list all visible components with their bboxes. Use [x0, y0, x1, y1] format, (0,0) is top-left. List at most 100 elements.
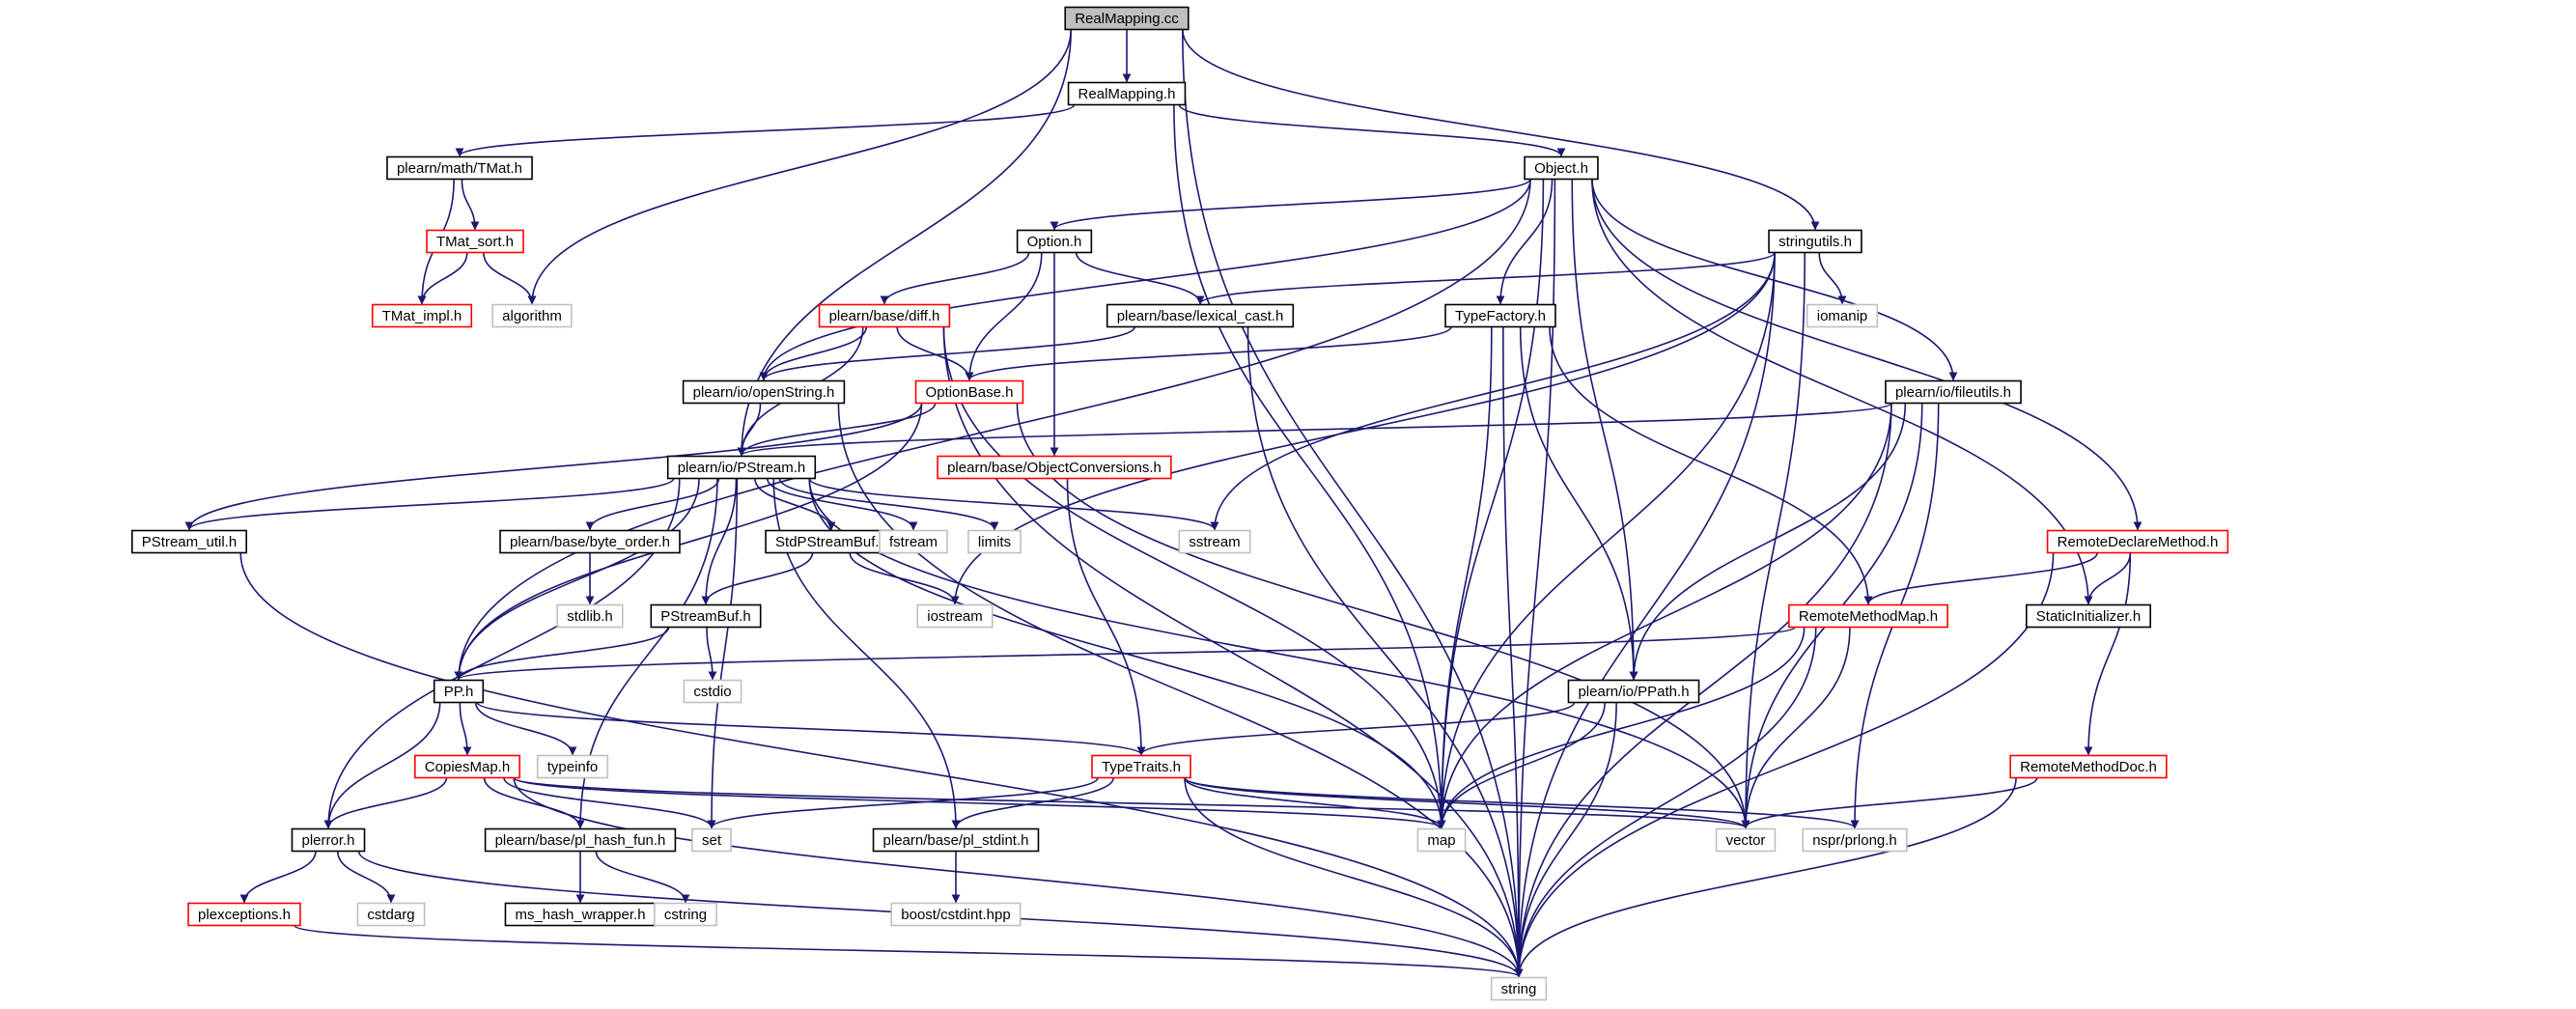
node-pp-h[interactable]: PP.h	[433, 679, 485, 704]
edge-line	[1066, 478, 1146, 756]
node-cstring[interactable]: cstring	[654, 902, 717, 927]
edge-object-h-to-pp-h	[454, 179, 1531, 681]
node-box	[818, 303, 951, 328]
edge-line	[707, 777, 1099, 829]
edge-remotemethodmap-to-vector	[1741, 627, 1851, 829]
node-diff-h[interactable]: plearn/base/diff.h	[818, 303, 951, 328]
edge-ppath-h-to-typetraits	[1136, 702, 1576, 756]
node-iostream[interactable]: iostream	[916, 603, 994, 629]
edge-line	[461, 179, 480, 231]
node-cstdio[interactable]: cstdio	[683, 679, 742, 704]
edges-layer	[184, 29, 2142, 978]
node-copiesmap[interactable]: CopiesMap.h	[414, 754, 520, 779]
node-label: plearn/io/openString.h	[693, 384, 835, 401]
node-map[interactable]: map	[1416, 827, 1467, 853]
node-iomanip[interactable]: iomanip	[1806, 303, 1879, 328]
node-label: StaticInitializer.h	[2036, 608, 2141, 625]
node-box	[414, 754, 520, 779]
node-pstream-util[interactable]: PStream_util.h	[131, 529, 247, 554]
node-staticinit[interactable]: StaticInitializer.h	[2026, 603, 2151, 629]
node-stdpstreambuf[interactable]: StdPStreamBuf.h	[765, 529, 898, 554]
node-ppath-h[interactable]: plearn/io/PPath.h	[1567, 679, 1700, 704]
edge-line	[701, 552, 814, 605]
edge-line	[1178, 104, 1566, 157]
node-pstreambuf[interactable]: PStreamBuf.h	[650, 603, 762, 629]
edge-copiesmap-to-set	[503, 777, 716, 829]
edge-pstream-h-to-byte-order	[585, 478, 720, 531]
node-fstream[interactable]: fstream	[879, 529, 948, 554]
node-box	[1444, 303, 1556, 328]
node-box	[356, 902, 426, 927]
edge-remotedeclare-to-staticinit	[2084, 552, 2132, 605]
node-cstdint[interactable]: boost/cstdint.hpp	[890, 902, 1022, 927]
node-set[interactable]: set	[691, 827, 732, 853]
node-label: stdlib.h	[567, 608, 613, 625]
node-remotemethoddoc[interactable]: RemoteMethodDoc.h	[2009, 754, 2168, 779]
node-option-h[interactable]: Option.h	[1016, 229, 1093, 254]
node-label: TypeTraits.h	[1102, 759, 1181, 775]
node-typeinfo[interactable]: typeinfo	[536, 754, 609, 779]
node-openstring[interactable]: plearn/io/openString.h	[682, 379, 846, 405]
node-realmapping-cc[interactable]: RealMapping.cc	[1064, 6, 1190, 31]
edge-line	[323, 702, 441, 829]
node-box	[872, 827, 1040, 853]
node-box	[682, 379, 846, 405]
node-prlong[interactable]: nspr/prlong.h	[1802, 827, 1908, 853]
node-byte-order[interactable]: plearn/base/byte_order.h	[499, 529, 681, 554]
edge-line	[184, 477, 675, 531]
node-label: string	[1501, 981, 1537, 997]
edge-line	[184, 403, 923, 531]
node-tmat-sort[interactable]: TMat_sort.h	[426, 229, 524, 254]
node-label: StdPStreamBuf.h	[775, 534, 887, 550]
edge-line	[1181, 29, 1820, 231]
node-tmat-impl[interactable]: TMat_impl.h	[371, 303, 473, 328]
node-typetraits[interactable]: TypeTraits.h	[1091, 754, 1191, 779]
node-pl-hash-fun[interactable]: plearn/base/pl_hash_fun.h	[484, 827, 677, 853]
edge-line	[808, 478, 1219, 531]
edge-line	[837, 403, 1524, 978]
node-objconv[interactable]: plearn/base/ObjectConversions.h	[937, 455, 1172, 480]
node-vector[interactable]: vector	[1715, 827, 1777, 853]
node-pl-stdint[interactable]: plearn/base/pl_stdint.h	[872, 827, 1040, 853]
node-pstream-h[interactable]: plearn/io/PStream.h	[666, 455, 817, 480]
edge-line	[1210, 252, 1776, 531]
edge-ppath-h-to-string	[1514, 702, 1617, 978]
node-box	[131, 529, 247, 554]
node-remotemethodmap[interactable]: RemoteMethodMap.h	[1788, 603, 1948, 629]
node-sstream[interactable]: sstream	[1178, 529, 1251, 554]
node-lexical-cast[interactable]: plearn/base/lexical_cast.h	[1106, 303, 1295, 328]
edge-stdpstreambuf-to-pstreambuf	[701, 552, 814, 605]
node-cstdarg[interactable]: cstdarg	[356, 902, 426, 927]
node-remotedeclare[interactable]: RemoteDeclareMethod.h	[2046, 529, 2229, 554]
edge-remotemethodmap-to-string	[1514, 627, 1817, 978]
node-tmat-h[interactable]: plearn/math/TMat.h	[386, 155, 533, 181]
edge-stringutils-h-to-sstream	[1210, 252, 1776, 531]
edge-line	[1741, 627, 1851, 829]
node-label: plearn/base/pl_stdint.h	[883, 832, 1029, 849]
node-stdlib[interactable]: stdlib.h	[556, 603, 624, 629]
node-box	[1524, 155, 1599, 181]
node-stringutils-h[interactable]: stringutils.h	[1768, 229, 1862, 254]
node-ms-hash[interactable]: ms_hash_wrapper.h	[504, 902, 657, 927]
node-realmapping-h[interactable]: RealMapping.h	[1067, 81, 1187, 106]
edge-line	[1519, 326, 1638, 681]
node-label: nspr/prlong.h	[1812, 832, 1897, 849]
node-optionbase[interactable]: OptionBase.h	[914, 379, 1024, 405]
edge-line	[849, 552, 960, 605]
node-fileutils[interactable]: plearn/io/fileutils.h	[1885, 379, 2022, 405]
edge-line	[454, 627, 670, 681]
node-typefactory[interactable]: TypeFactory.h	[1444, 303, 1556, 328]
node-object-h[interactable]: Object.h	[1524, 155, 1599, 181]
edge-typefactory-to-optionbase	[965, 326, 1452, 381]
edge-plexceptions-to-string	[294, 924, 1524, 978]
edge-stringutils-h-to-map	[1437, 252, 1776, 829]
node-string[interactable]: string	[1490, 976, 1548, 1001]
node-limits[interactable]: limits	[967, 529, 1022, 554]
node-plerror[interactable]: plerror.h	[291, 827, 366, 853]
edge-remotemethoddoc-to-string	[1514, 777, 2017, 978]
node-label: typeinfo	[547, 759, 599, 775]
edge-copiesmap-to-plerror	[323, 777, 448, 829]
edge-line	[880, 252, 1030, 305]
node-algorithm[interactable]: algorithm	[491, 303, 573, 328]
node-plexceptions[interactable]: plexceptions.h	[187, 902, 301, 927]
